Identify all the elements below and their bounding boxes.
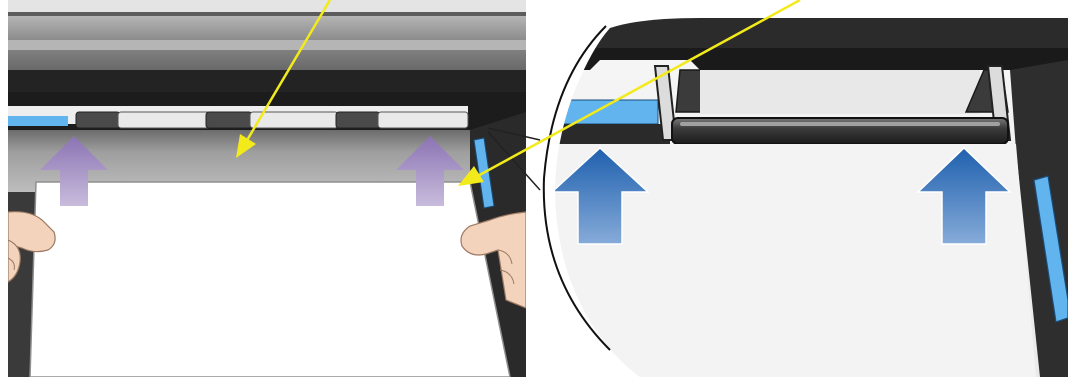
lid-ridge <box>8 40 526 50</box>
pinch-roller <box>378 112 468 128</box>
paper-sheet <box>30 182 510 377</box>
lid-highlight-strip <box>8 0 526 12</box>
detail-slot-base <box>540 124 670 144</box>
lid-dark-seam <box>8 12 526 16</box>
detail-blue-slot <box>540 100 658 124</box>
pinch-roller <box>118 112 210 128</box>
pinch-roller <box>336 112 380 128</box>
detail-slot-window <box>700 70 980 114</box>
pinch-roller <box>206 112 252 128</box>
printer-front-panel <box>8 0 526 377</box>
detail-pinch-roller <box>672 118 1008 144</box>
pinch-roller <box>76 112 120 128</box>
lid-shadow-band <box>8 70 526 92</box>
detail-roller-highlight <box>680 122 1000 126</box>
pinch-roller-row <box>8 112 468 128</box>
detail-top-frame <box>540 18 1068 48</box>
detail-zoom-panel <box>540 18 1068 377</box>
slot-blue-segment <box>8 116 68 126</box>
